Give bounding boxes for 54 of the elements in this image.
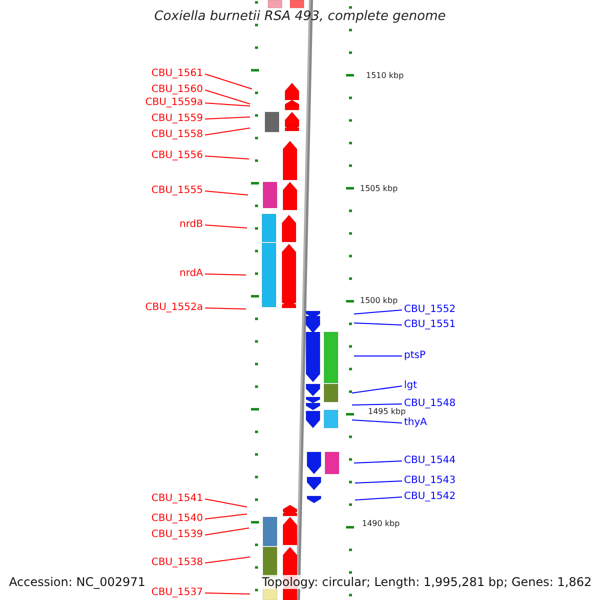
diagram-title: Coxiella burnetii RSA 493, complete genome [153, 11, 447, 23]
scale-label: 1510 kbp [366, 71, 404, 80]
gene-label: CBU_1551 [404, 319, 456, 331]
gene-label: ptsP [404, 350, 426, 362]
leader-line [204, 90, 250, 104]
gene-label: CBU_1559 [151, 113, 203, 125]
leader-line [352, 420, 402, 424]
gene-label: CBU_1559a [145, 97, 203, 109]
leader-line [204, 556, 250, 564]
leader-line [204, 498, 248, 508]
accession-text: Accession: NC_002971 [7, 575, 148, 589]
leader-line [204, 74, 252, 90]
scale-label: 1495 kbp [368, 407, 406, 416]
gene-label: CBU_1538 [151, 557, 203, 569]
scale-label: 1500 kbp [360, 296, 398, 305]
gene-label: CBU_1537 [151, 587, 203, 599]
leader-line [354, 322, 402, 326]
gene-label: CBU_1552 [404, 304, 456, 316]
leader-line [204, 308, 246, 310]
gene-label: lgt [404, 380, 418, 392]
leader-line [354, 496, 402, 500]
gene-label: nrdB [180, 219, 203, 231]
gene-label: CBU_1539 [151, 529, 203, 541]
leader-line [204, 224, 248, 228]
leader-line [352, 386, 402, 394]
leader-line [204, 190, 248, 196]
scale-label: 1490 kbp [362, 519, 400, 528]
gene-label: CBU_1558 [151, 129, 203, 141]
leader-line [204, 592, 250, 594]
gene-label: CBU_1543 [404, 475, 456, 487]
leader-line [354, 310, 402, 314]
leader-line [204, 528, 250, 536]
gene-label: CBU_1548 [404, 398, 456, 410]
leader-line [204, 274, 246, 276]
scale-label: 1505 kbp [360, 184, 398, 193]
gene-label: CBU_1556 [151, 150, 203, 162]
leader-line [204, 116, 250, 120]
leader-line [204, 128, 250, 136]
leader-line [354, 480, 402, 484]
leader-line [204, 102, 250, 106]
gene-label: thyA [404, 417, 428, 429]
gene-label: CBU_1555 [151, 185, 203, 197]
leader-line [204, 156, 250, 160]
gene-label: CBU_1552a [145, 302, 203, 314]
gene-label: CBU_1560 [151, 84, 203, 96]
gene-label: CBU_1544 [404, 455, 456, 467]
gene-label: CBU_1540 [151, 513, 203, 525]
leader-line [354, 460, 402, 464]
leader-line [204, 514, 248, 520]
gene-label: nrdA [180, 268, 203, 280]
gene-label: CBU_1542 [404, 491, 456, 503]
gene-label: CBU_1561 [151, 68, 203, 80]
leader-line [352, 404, 402, 406]
gene-label: CBU_1541 [151, 493, 203, 505]
